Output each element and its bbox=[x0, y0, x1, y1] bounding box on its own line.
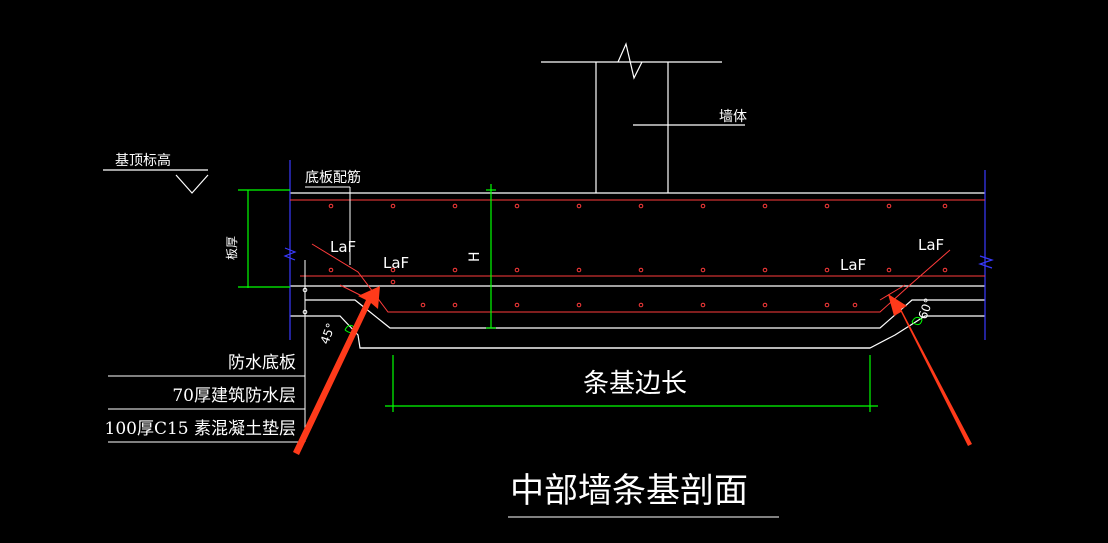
rebar-dot bbox=[824, 302, 830, 308]
rebar-dot bbox=[824, 267, 830, 273]
height-label: H bbox=[467, 251, 483, 262]
laf-left-inner: LaF bbox=[383, 254, 409, 272]
boundary-lines bbox=[283, 160, 994, 340]
rebar-dot bbox=[390, 203, 396, 209]
leader-dot bbox=[302, 287, 308, 293]
zigzag-break-icon-right bbox=[978, 255, 994, 269]
wall-break-icon bbox=[617, 42, 643, 80]
rebar-dot bbox=[886, 267, 892, 273]
width-label: 条基边长 bbox=[583, 369, 687, 399]
waterproof-layer-line bbox=[290, 315, 985, 349]
rebar-dot bbox=[700, 203, 706, 209]
callout-arrows bbox=[293, 286, 972, 455]
drawing-title: 中部墙条基剖面 bbox=[510, 471, 748, 511]
rebar-dot bbox=[638, 267, 644, 273]
rebar bbox=[290, 199, 985, 313]
left-leaders bbox=[302, 260, 308, 340]
rebar-dot bbox=[638, 302, 644, 308]
laf-right-inner: LaF bbox=[840, 256, 866, 274]
elevation-marker bbox=[103, 169, 209, 194]
rebar-dot bbox=[390, 267, 396, 273]
angle-right-label: 60° bbox=[916, 296, 936, 321]
rebar-dot bbox=[390, 279, 396, 285]
laf-right-rebar bbox=[879, 284, 906, 301]
rebar-dot bbox=[700, 267, 706, 273]
zigzag-break-icon bbox=[283, 247, 297, 261]
rebar-dot bbox=[452, 302, 458, 308]
rebar-dot bbox=[452, 203, 458, 209]
red-callout-arrow-icon-left bbox=[293, 286, 380, 455]
rebar-dot bbox=[942, 203, 948, 209]
triangle-elevation-icon bbox=[175, 174, 209, 194]
wall-label: 墙体 bbox=[719, 109, 747, 125]
slab-thickness-label: 板厚 bbox=[225, 236, 239, 260]
rebar-dot bbox=[638, 203, 644, 209]
top-elevation-label: 基顶标高 bbox=[115, 152, 171, 169]
thickening-rebar bbox=[311, 243, 951, 313]
rebar-dot bbox=[576, 267, 582, 273]
angle-left-label: 45° bbox=[318, 321, 338, 346]
rebar-dot bbox=[824, 203, 830, 209]
dimensions bbox=[238, 184, 878, 412]
rebar-dot bbox=[576, 203, 582, 209]
rebar-dot bbox=[328, 203, 334, 209]
laf-right-outer: LaF bbox=[918, 236, 944, 254]
rebar-dot bbox=[420, 302, 426, 308]
rebar-dot bbox=[576, 302, 582, 308]
rebar-dot bbox=[762, 302, 768, 308]
rebar-dot bbox=[514, 302, 520, 308]
rebar-dot bbox=[942, 267, 948, 273]
slab-outline bbox=[290, 192, 985, 349]
rebar-dot bbox=[514, 203, 520, 209]
thickening-bottom-line bbox=[305, 299, 985, 329]
rebar-dot bbox=[886, 203, 892, 209]
rebar-dot bbox=[852, 302, 858, 308]
rebar-dot bbox=[514, 267, 520, 273]
rebar-dot bbox=[328, 267, 334, 273]
rebar-dot bbox=[762, 267, 768, 273]
rebar-dots bbox=[328, 203, 948, 308]
red-callout-arrow-icon-right bbox=[888, 294, 972, 446]
rebar-dot bbox=[452, 267, 458, 273]
layer-1: 防水底板 bbox=[228, 353, 296, 373]
leader-dot bbox=[302, 309, 308, 315]
angle-markers bbox=[344, 316, 923, 334]
wall bbox=[541, 42, 745, 193]
angle-arc-right bbox=[911, 316, 923, 326]
rebar-dot bbox=[762, 203, 768, 209]
bottom-rebar-label: 底板配筋 bbox=[305, 169, 361, 186]
layer-3: 100厚C15 素混凝土垫层 bbox=[105, 419, 297, 439]
laf-left-outer: LaF bbox=[330, 238, 356, 256]
layer-2: 70厚建筑防水层 bbox=[172, 386, 296, 406]
layers-table bbox=[108, 340, 306, 443]
rebar-dot bbox=[700, 302, 706, 308]
bottom-rebar-leader bbox=[305, 186, 351, 265]
